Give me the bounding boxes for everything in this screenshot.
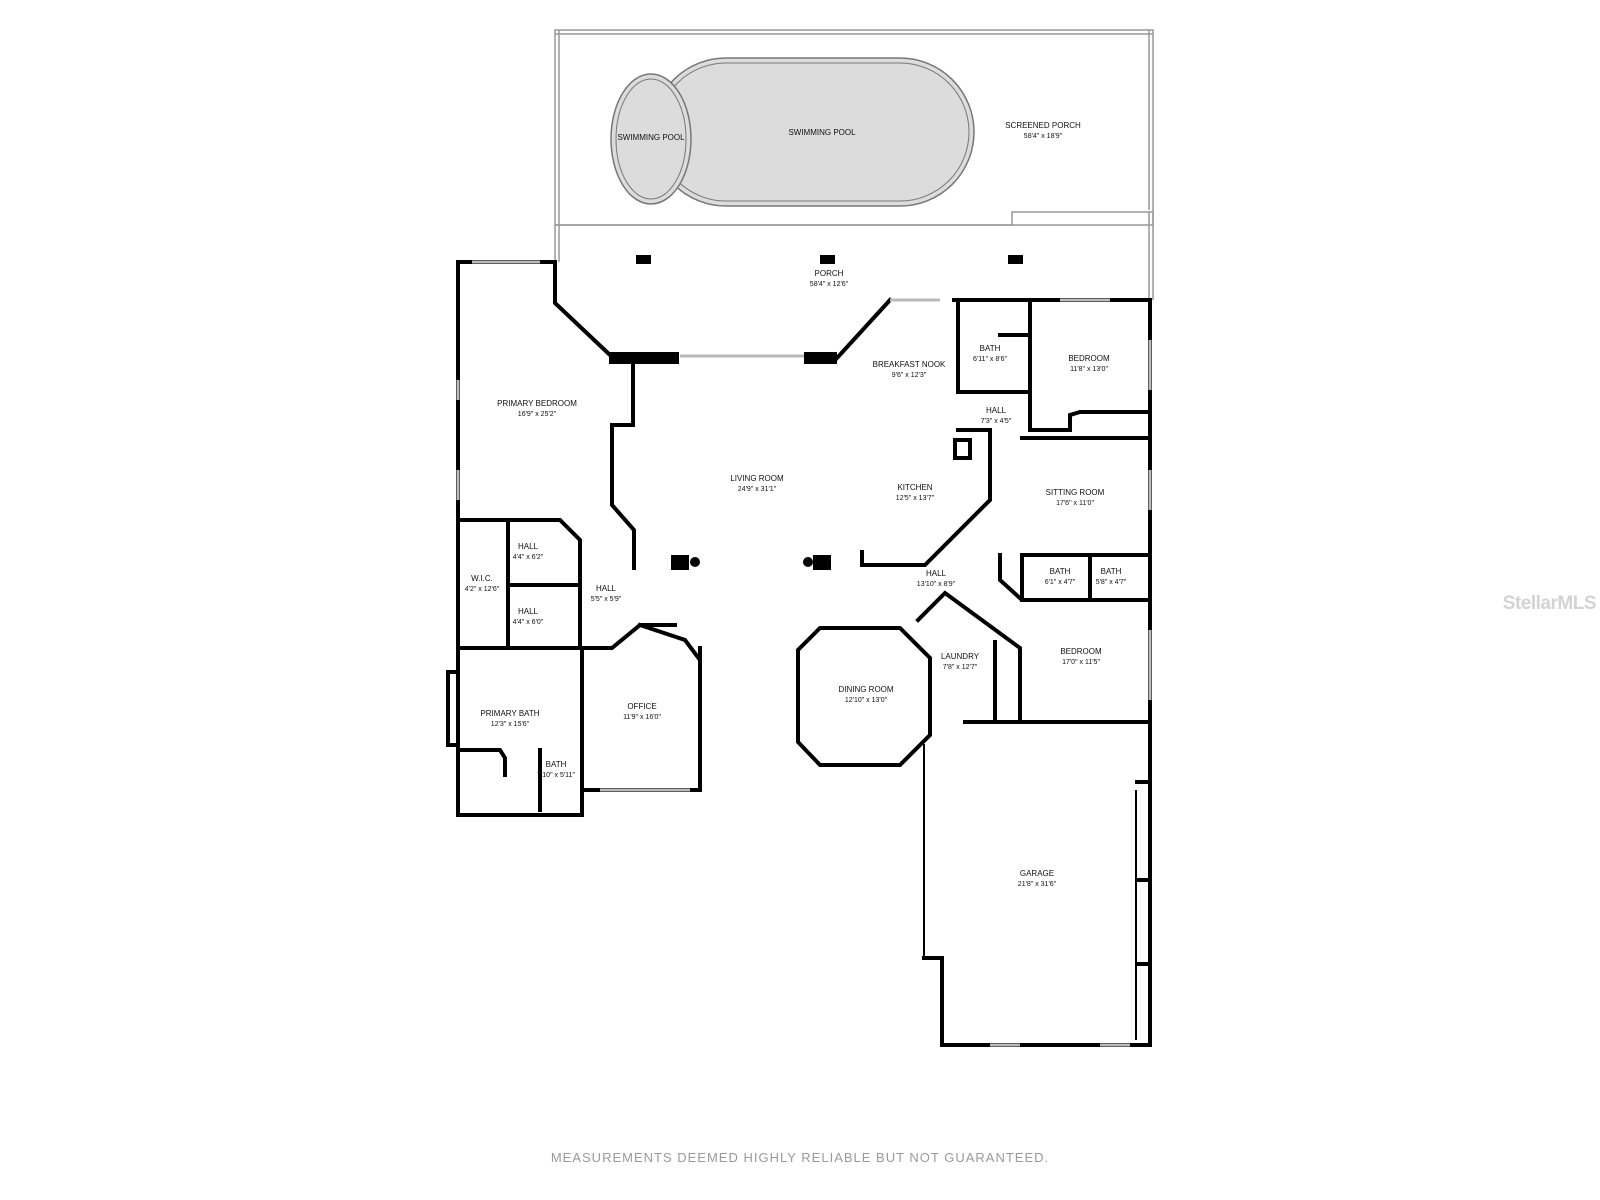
room-dimensions: 9'6" x 12'3" [892, 372, 927, 379]
exterior-walls [456, 260, 1152, 1047]
room-bedroom-2: BEDROOM 17'0" x 11'5" [1060, 647, 1102, 666]
room-dimensions: 6'11" x 8'6" [973, 356, 1007, 363]
room-name: SWIMMING POOL [617, 133, 685, 142]
room-dimensions: 13'10" x 8'9" [917, 581, 956, 588]
room-bath-4: BATH 7'10" x 5'11" [537, 760, 575, 779]
room-hall-2: HALL 4'4" x 6'2" [513, 542, 544, 561]
room-name: SCREENED PORCH [1005, 121, 1081, 130]
room-name: HALL [986, 406, 1007, 415]
room-bath-3: BATH 5'8" x 4'7" [1096, 567, 1127, 586]
room-breakfast-nook: BREAKFAST NOOK 9'6" x 12'3" [873, 360, 946, 379]
room-name: BATH [1050, 567, 1071, 576]
room-name: BATH [980, 344, 1001, 353]
screened-porch-enclosure [554, 29, 1154, 300]
dining-room-walls [796, 626, 932, 767]
room-name: HALL [518, 607, 539, 616]
room-living-room: LIVING ROOM 24'9" x 31'1" [730, 474, 784, 493]
room-name: DINING ROOM [838, 685, 893, 694]
room-dimensions: 5'5" x 5'9" [591, 596, 622, 603]
room-dimensions: 11'8" x 13'0" [1070, 366, 1108, 373]
room-name: SITTING ROOM [1046, 488, 1105, 497]
room-name: BATH [546, 760, 567, 769]
room-dimensions: 7'8" x 12'7" [943, 664, 978, 671]
room-dimensions: 7'3" x 4'5" [981, 418, 1012, 425]
room-name: KITCHEN [897, 483, 932, 492]
room-name: SWIMMING POOL [788, 128, 856, 137]
room-dimensions: 6'1" x 4'7" [1045, 579, 1076, 586]
room-dimensions: 5'8" x 4'7" [1096, 579, 1127, 586]
room-garage: GARAGE 21'8" x 31'6" [1018, 869, 1057, 888]
porch-post [636, 255, 651, 264]
room-dimensions: 7'10" x 5'11" [537, 772, 575, 779]
room-dimensions: 12'5" x 13'7" [896, 495, 935, 502]
room-screened-porch: SCREENED PORCH 58'4" x 18'9" [1005, 121, 1081, 140]
room-name: PORCH [815, 269, 844, 278]
room-name: BEDROOM [1068, 354, 1110, 363]
room-bedroom-1: BEDROOM 11'8" x 13'0" [1068, 354, 1110, 373]
pool [610, 57, 975, 207]
room-name: BREAKFAST NOOK [873, 360, 946, 369]
room-name: PRIMARY BATH [480, 709, 539, 718]
fireplace [671, 555, 689, 570]
room-office: OFFICE 11'9" x 16'0" [623, 702, 661, 721]
room-name: HALL [926, 569, 947, 578]
room-dimensions: 4'4" x 6'0" [513, 619, 544, 626]
room-dimensions: 17'0" x 11'5" [1062, 659, 1100, 666]
room-name: GARAGE [1020, 869, 1054, 878]
room-name: LIVING ROOM [730, 474, 784, 483]
room-dimensions: 4'4" x 6'2" [513, 554, 544, 561]
windows [456, 260, 1152, 1047]
room-name: W.I.C. [471, 574, 493, 583]
room-primary-bedroom: PRIMARY BEDROOM 16'9" x 25'2" [497, 399, 577, 418]
room-dimensions: 12'3" x 15'6" [491, 721, 530, 728]
room-dimensions: 58'4" x 12'6" [810, 281, 849, 288]
room-porch: PORCH 58'4" x 12'6" [810, 269, 849, 288]
fixture [803, 557, 813, 567]
room-swimming-pool-spa: SWIMMING POOL [617, 133, 685, 142]
room-dimensions: 12'10" x 13'0" [845, 697, 888, 704]
room-wic: W.I.C. 4'2" x 12'6" [465, 574, 500, 593]
interior-walls [446, 298, 1152, 817]
room-primary-bath: PRIMARY BATH 12'3" x 15'6" [480, 709, 539, 728]
room-kitchen: KITCHEN 12'5" x 13'7" [896, 483, 935, 502]
fixture [690, 557, 700, 567]
garage-post [1135, 962, 1150, 966]
porch-post [1008, 255, 1023, 264]
room-bath-2: BATH 6'1" x 4'7" [1045, 567, 1076, 586]
room-name: PRIMARY BEDROOM [497, 399, 577, 408]
room-dimensions: 17'6" x 11'0" [1056, 500, 1094, 507]
garage-post [1135, 878, 1150, 882]
room-hall-3: HALL 4'4" x 6'0" [513, 607, 544, 626]
room-dimensions: 11'9" x 16'0" [623, 714, 661, 721]
room-labels: SWIMMING POOL SWIMMING POOL SCREENED POR… [465, 121, 1127, 888]
room-dimensions: 24'9" x 31'1" [738, 486, 777, 493]
room-name: HALL [596, 584, 617, 593]
room-dining-room: DINING ROOM 12'10" x 13'0" [838, 685, 893, 704]
room-hall-5: HALL 13'10" x 8'9" [917, 569, 956, 588]
room-dimensions: 21'8" x 31'6" [1018, 881, 1057, 888]
room-bath-1: BATH 6'11" x 8'6" [973, 344, 1007, 363]
room-dimensions: 16'9" x 25'2" [518, 411, 557, 418]
room-laundry: LAUNDRY 7'8" x 12'7" [941, 652, 980, 671]
garage-post [1135, 780, 1150, 784]
room-name: BATH [1101, 567, 1122, 576]
room-name: HALL [518, 542, 539, 551]
room-dimensions: 4'2" x 12'6" [465, 586, 500, 593]
porch-post [820, 255, 835, 264]
watermark: StellarMLS [1502, 593, 1597, 614]
room-name: LAUNDRY [941, 652, 980, 661]
room-swimming-pool: SWIMMING POOL [788, 128, 856, 137]
disclaimer-text: MEASUREMENTS DEEMED HIGHLY RELIABLE BUT … [550, 1150, 1050, 1165]
fireplace [813, 555, 831, 570]
room-sitting-room: SITTING ROOM 17'6" x 11'0" [1046, 488, 1105, 507]
room-hall-4: HALL 5'5" x 5'9" [591, 584, 622, 603]
room-name: BEDROOM [1060, 647, 1102, 656]
room-dimensions: 58'4" x 18'9" [1024, 133, 1063, 140]
room-name: OFFICE [627, 702, 656, 711]
room-hall-1: HALL 7'3" x 4'5" [981, 406, 1012, 425]
